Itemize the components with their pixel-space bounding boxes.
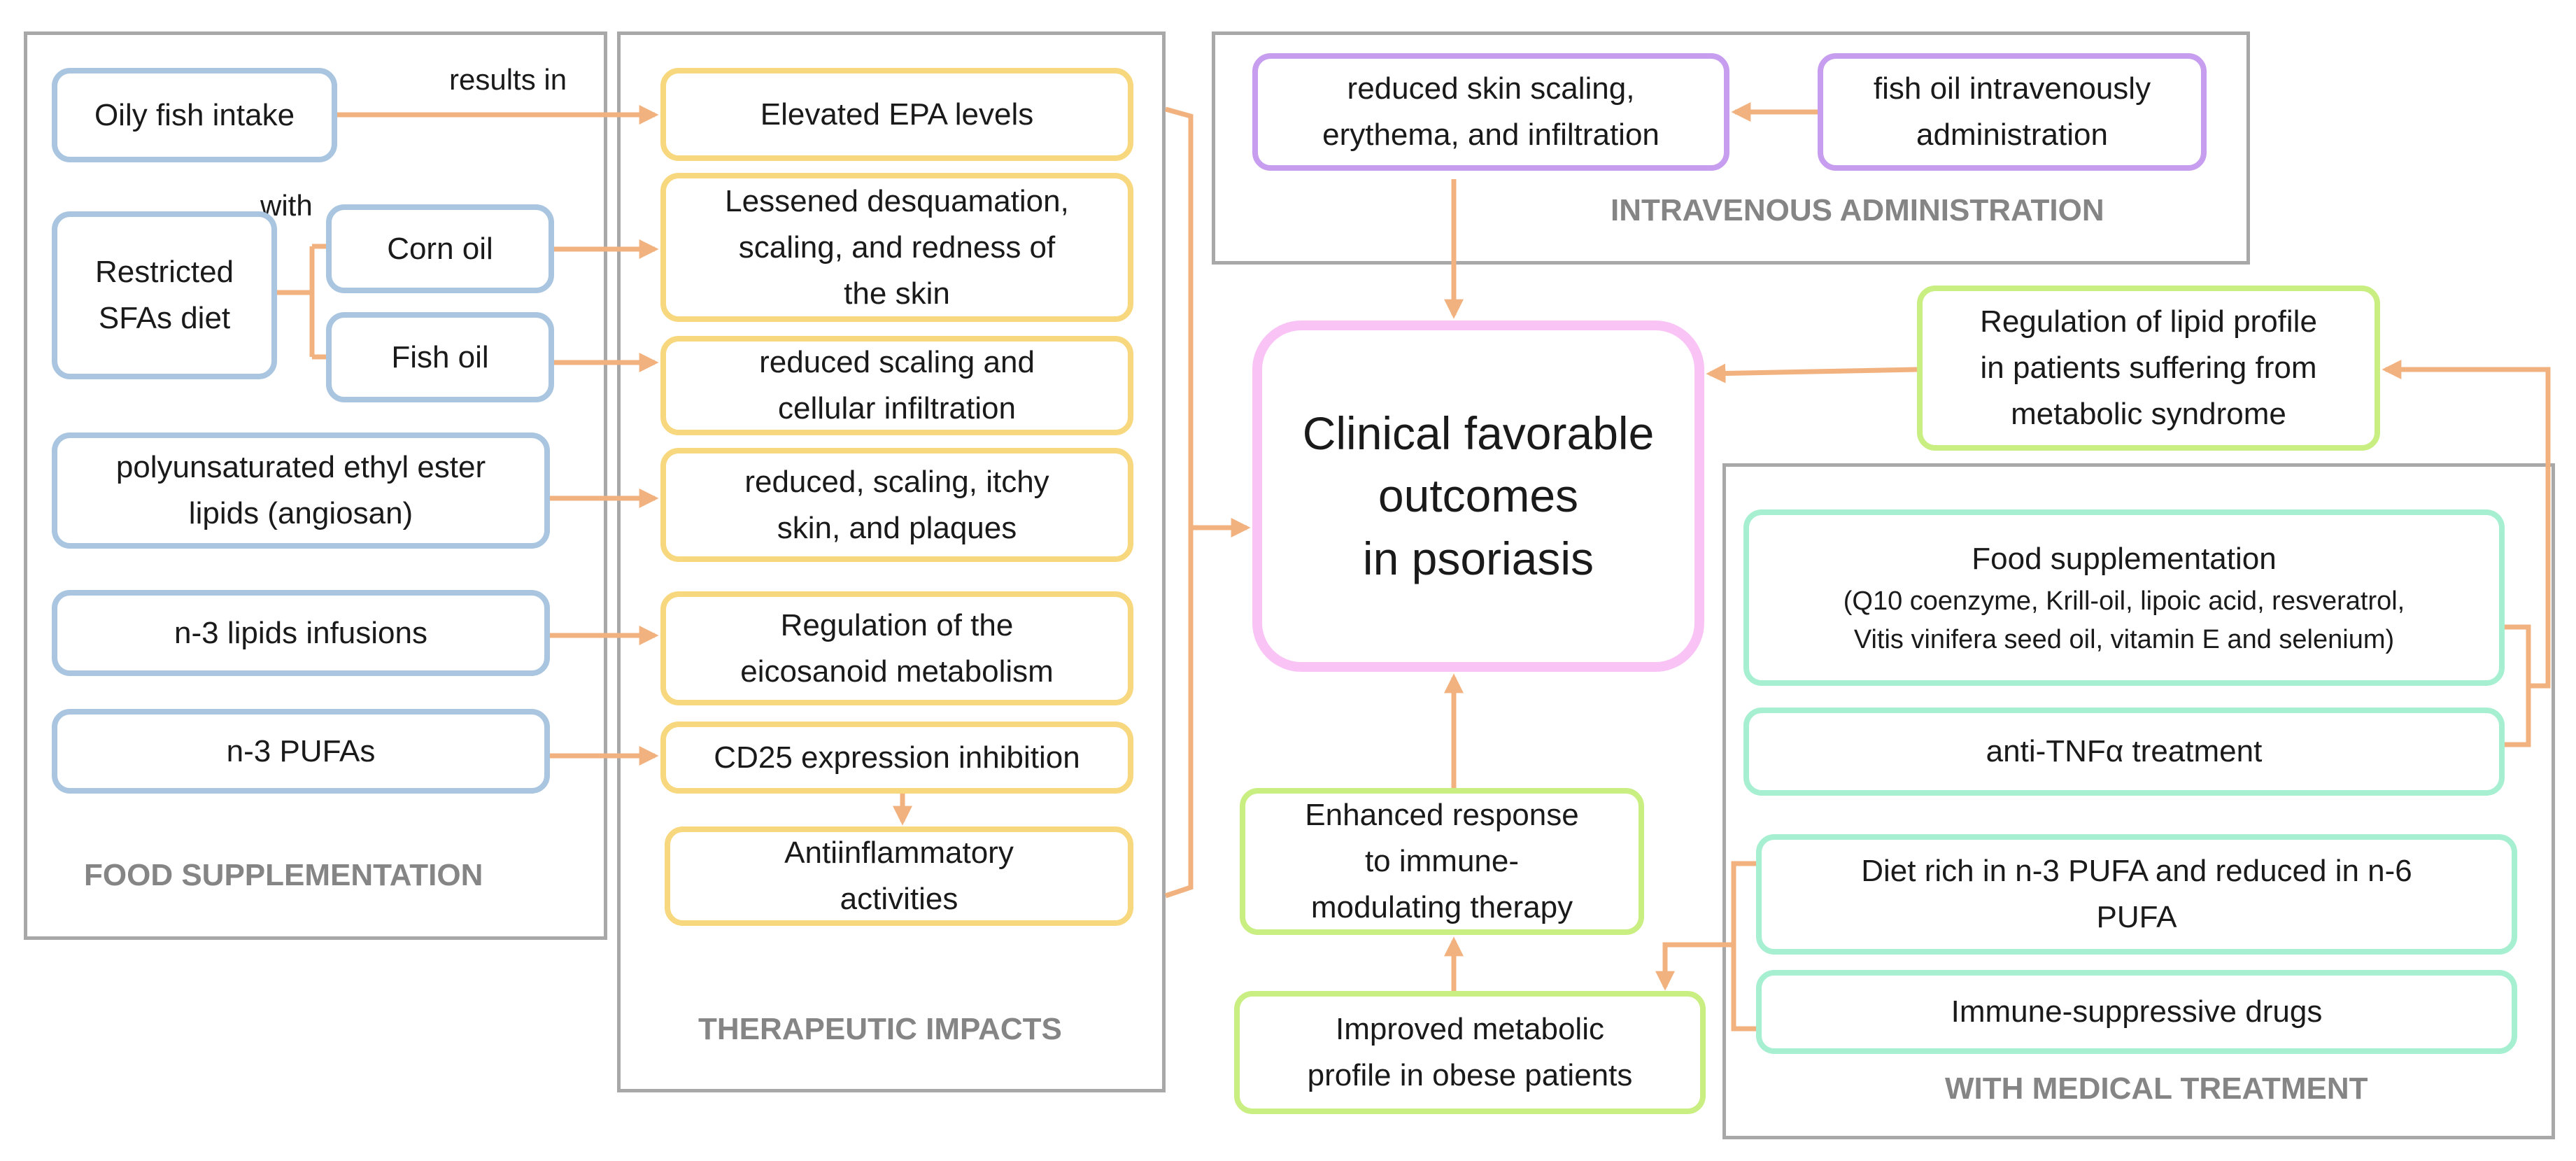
results-in-label: results in <box>449 63 567 96</box>
node-line: Enhanced response <box>1305 798 1579 832</box>
node-text: Corn oil <box>387 231 493 266</box>
edge-restricted-to-oils <box>277 244 326 360</box>
node-line: reduced skin scaling, <box>1347 71 1635 106</box>
n3-lipids-infusions-node: n-3 lipids infusions <box>52 590 550 676</box>
reduced-itchy-skin-node: reduced, scaling, itchy skin, and plaque… <box>660 448 1133 562</box>
node-line: Regulation of the <box>780 607 1014 642</box>
node-line: administration <box>1916 118 2108 152</box>
edge-treatment-to-lipid <box>2382 360 2551 689</box>
edge-diet-to-metabolic <box>1655 942 1734 991</box>
antiinflammatory-activities-node: Antiinflammatory activities <box>665 826 1133 926</box>
reduced-scaling-infiltration-node: reduced scaling and cellular infiltratio… <box>660 336 1133 435</box>
node-title: Food supplementation <box>1972 541 2277 576</box>
node-text: n-3 PUFAs <box>226 733 376 768</box>
immune-suppressive-drugs-node: Immune-suppressive drugs <box>1756 970 2517 1054</box>
node-line: Antiinflammatory <box>784 836 1014 870</box>
node-line: eicosanoid metabolism <box>740 654 1054 689</box>
lessened-desquamation-node: Lessened desquamation, scaling, and redn… <box>660 173 1133 322</box>
node-line: in patients suffering from <box>1980 351 2317 385</box>
node-line: modulating therapy <box>1310 890 1573 924</box>
intravenous-administration-label: INTRAVENOUS ADMINISTRATION <box>1611 193 2104 227</box>
fish-oil-node: Fish oil <box>326 312 554 402</box>
intravenous-administration-group <box>1212 31 2250 265</box>
diet-rich-n3-node: Diet rich in n-3 PUFA and reduced in n-6… <box>1756 834 2517 955</box>
oily-fish-intake-node: Oily fish intake <box>52 68 337 162</box>
node-text: Elevated EPA levels <box>760 97 1034 132</box>
node-line: metabolic syndrome <box>2011 397 2286 431</box>
node-line: Improved metabolic <box>1336 1012 1604 1046</box>
cd25-inhibition-node: CD25 expression inhibition <box>660 722 1133 794</box>
node-line: profile in obese patients <box>1307 1058 1633 1092</box>
node-line: Regulation of lipid profile <box>1980 304 2317 339</box>
improved-metabolic-profile-node: Improved metabolic profile in obese pati… <box>1234 991 1706 1114</box>
node-text: anti-TNFα treatment <box>1986 734 2263 768</box>
corn-oil-node: Corn oil <box>326 204 554 293</box>
node-line: in psoriasis <box>1362 532 1594 584</box>
node-line: Lessened desquamation, <box>725 183 1069 218</box>
reduced-skin-scaling-node: reduced skin scaling, erythema, and infi… <box>1252 53 1729 171</box>
food-supplementation-node: Food supplementation (Q10 coenzyme, Kril… <box>1743 509 2505 686</box>
edge-treatment-bracket <box>2505 624 2531 747</box>
node-line: Clinical favorable <box>1302 407 1655 460</box>
medical-treatment-label: WITH MEDICAL TREATMENT <box>1945 1071 2368 1106</box>
node-text: Oily fish intake <box>94 97 295 132</box>
node-text: n-3 lipids infusions <box>174 615 427 650</box>
node-line: SFAs diet <box>98 301 231 335</box>
node-line: outcomes <box>1378 470 1579 522</box>
node-line: lipids (angiosan) <box>188 496 413 530</box>
node-text: Immune-suppressive drugs <box>1951 994 2323 1029</box>
lipid-profile-regulation-node: Regulation of lipid profile in patients … <box>1917 286 2380 451</box>
food-supplementation-label: FOOD SUPPLEMENTATION <box>84 858 483 892</box>
edge-lipid-to-center <box>1706 363 1918 384</box>
node-line: PUFA <box>2096 900 2177 934</box>
node-line: reduced, scaling, itchy <box>744 464 1049 499</box>
therapeutic-impacts-group <box>617 31 1166 1092</box>
node-line: fish oil intravenously <box>1873 71 2151 106</box>
angiosan-node: polyunsaturated ethyl ester lipids (angi… <box>52 432 550 549</box>
eicosanoid-metabolism-node: Regulation of the eicosanoid metabolism <box>660 591 1133 705</box>
edge-diet-drugs-bracket <box>1731 861 1756 1032</box>
medical-treatment-group <box>1722 463 2555 1139</box>
edge-impacts-bracket <box>1164 106 1194 899</box>
node-detail-line: (Q10 coenzyme, Krill-oil, lipoic acid, r… <box>1843 586 2405 616</box>
node-line: scaling, and redness of <box>738 230 1056 265</box>
node-line: skin, and plaques <box>777 510 1017 545</box>
anti-tnf-treatment-node: anti-TNFα treatment <box>1743 708 2505 796</box>
node-text: CD25 expression inhibition <box>714 740 1080 775</box>
node-line: reduced scaling and <box>759 345 1035 379</box>
node-text: Fish oil <box>391 339 489 374</box>
n3-pufas-node: n-3 PUFAs <box>52 709 550 794</box>
therapeutic-impacts-label: THERAPEUTIC IMPACTS <box>698 1012 1062 1046</box>
node-line: to immune- <box>1364 844 1520 878</box>
node-detail-line: Vitis vinifera seed oil, vitamin E and s… <box>1853 625 2395 654</box>
node-line: activities <box>840 882 958 916</box>
enhanced-response-node: Enhanced response to immune- modulating … <box>1240 788 1644 935</box>
node-line: the skin <box>844 276 950 311</box>
node-line: Diet rich in n-3 PUFA and reduced in n-6 <box>1861 854 2412 888</box>
elevated-epa-levels-node: Elevated EPA levels <box>660 68 1133 161</box>
clinical-favorable-outcomes-node: Clinical favorable outcomes in psoriasis <box>1252 321 1704 672</box>
food-supplementation-group <box>24 31 607 940</box>
node-line: Restricted <box>94 255 234 289</box>
fish-oil-intravenous-node: fish oil intravenously administration <box>1818 53 2207 171</box>
node-line: polyunsaturated ethyl ester <box>115 450 486 484</box>
node-line: cellular infiltration <box>778 391 1016 425</box>
node-line: erythema, and infiltration <box>1322 118 1659 152</box>
restricted-sfas-diet-node: Restricted SFAs diet <box>52 211 277 379</box>
